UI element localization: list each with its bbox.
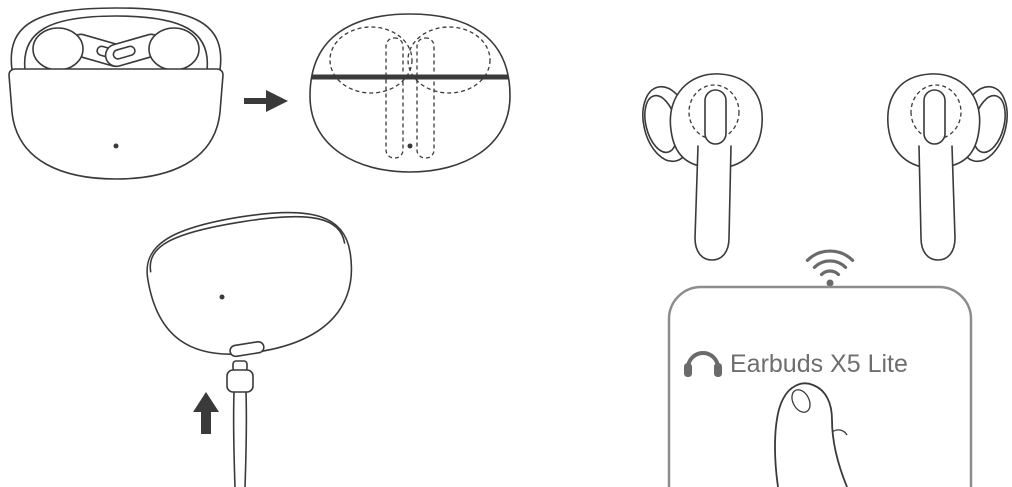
wifi-arc-small bbox=[819, 269, 841, 277]
case-lid-seam bbox=[149, 215, 346, 273]
phone-outline bbox=[667, 285, 973, 487]
product-name-text: Earbuds X5 Lite bbox=[730, 350, 908, 378]
charging-case-body bbox=[146, 211, 353, 358]
case-led-dot bbox=[113, 143, 119, 149]
usb-port bbox=[229, 340, 265, 358]
wifi-arc-large bbox=[805, 249, 855, 262]
left-earbud-illustration bbox=[634, 73, 763, 261]
open-case-with-earbuds bbox=[8, 7, 224, 180]
right-earbud-pill bbox=[112, 45, 136, 60]
right-earbud-illustration bbox=[887, 73, 1012, 261]
finger-outline bbox=[774, 382, 848, 487]
headphones-icon bbox=[684, 351, 722, 377]
wifi-signal-icon bbox=[805, 249, 855, 287]
headphones-left-cup bbox=[684, 363, 692, 377]
finger-tap-icon bbox=[774, 382, 848, 487]
charging-case bbox=[146, 211, 353, 487]
arrow-right-icon bbox=[244, 90, 288, 112]
case-top-outline bbox=[309, 13, 511, 173]
case-body-outline bbox=[8, 68, 224, 180]
wifi-arc-medium bbox=[812, 259, 848, 269]
dashed-left-earbud-head bbox=[329, 26, 413, 94]
cable-right-edge bbox=[244, 391, 248, 487]
left-earbud-head bbox=[32, 27, 84, 71]
finger-knuckle-line bbox=[831, 429, 848, 436]
case-side-outline bbox=[146, 211, 353, 355]
arrow-up-icon bbox=[193, 392, 219, 434]
headphones-band bbox=[686, 351, 720, 369]
usb-plug-body bbox=[226, 369, 254, 393]
case-lid-inner-outline bbox=[23, 15, 209, 71]
closed-case-top-view bbox=[309, 13, 511, 173]
right-earbud-head bbox=[148, 27, 200, 71]
fingernail bbox=[791, 389, 811, 413]
usb-cable-plug bbox=[226, 360, 254, 487]
case-led-dot bbox=[219, 294, 225, 300]
dashed-left-earbud-stem bbox=[385, 37, 404, 159]
dashed-right-earbud-head bbox=[407, 26, 491, 94]
case-led-dot bbox=[407, 143, 413, 149]
case-lid-outer-outline bbox=[10, 7, 222, 71]
dashed-right-earbud-stem bbox=[416, 37, 435, 159]
cable-left-edge bbox=[232, 391, 236, 487]
wifi-dot bbox=[826, 279, 834, 287]
headphones-right-cup bbox=[714, 363, 722, 377]
phone-illustration: Earbuds X5 Lite bbox=[667, 285, 973, 487]
